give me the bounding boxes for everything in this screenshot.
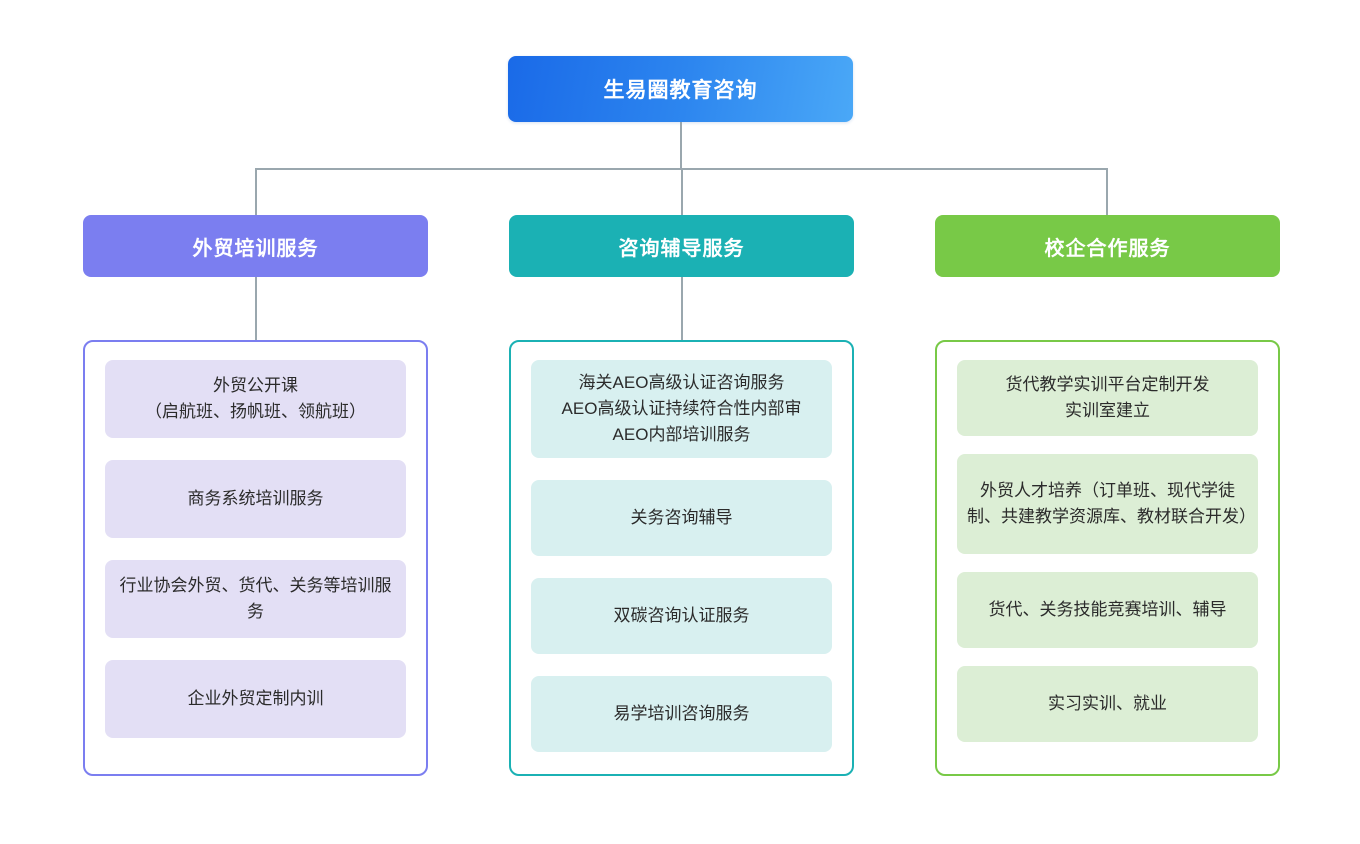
connector-column-0-to-container — [255, 277, 257, 341]
connector-column-1-to-container — [681, 277, 683, 341]
category-header-1-label: 咨询辅导服务 — [618, 237, 745, 260]
root-node[interactable]: 生易圈教育咨询 — [508, 56, 853, 122]
connector-bus-to-column-2 — [1106, 168, 1108, 216]
category-header-2-label: 校企合作服务 — [1044, 237, 1171, 260]
service-item[interactable]: 货代教学实训平台定制开发 实训室建立 — [957, 360, 1258, 436]
service-item[interactable]: 实习实训、就业 — [957, 666, 1258, 742]
root-node-label: 生易圈教育咨询 — [603, 79, 758, 102]
category-header-0-label: 外贸培训服务 — [192, 237, 319, 260]
service-item[interactable]: 行业协会外贸、货代、关务等培训服务 — [105, 560, 406, 638]
connector-bus-to-column-0 — [255, 168, 257, 216]
category-header-2[interactable]: 校企合作服务 — [935, 215, 1280, 277]
connector-bus-to-column-1 — [681, 168, 683, 216]
service-item[interactable]: 外贸人才培养（订单班、现代学徒制、共建教学资源库、教材联合开发） — [957, 454, 1258, 554]
service-item[interactable]: 海关AEO高级认证咨询服务 AEO高级认证持续符合性内部审 AEO内部培训服务 — [531, 360, 832, 458]
category-container-0: 外贸公开课 （启航班、扬帆班、领航班） 商务系统培训服务 行业协会外贸、货代、关… — [83, 340, 428, 776]
category-header-1[interactable]: 咨询辅导服务 — [509, 215, 854, 277]
service-item[interactable]: 关务咨询辅导 — [531, 480, 832, 556]
service-item[interactable]: 企业外贸定制内训 — [105, 660, 406, 738]
service-item[interactable]: 外贸公开课 （启航班、扬帆班、领航班） — [105, 360, 406, 438]
category-container-2: 货代教学实训平台定制开发 实训室建立 外贸人才培养（订单班、现代学徒制、共建教学… — [935, 340, 1280, 776]
category-container-1: 海关AEO高级认证咨询服务 AEO高级认证持续符合性内部审 AEO内部培训服务 … — [509, 340, 854, 776]
service-item[interactable]: 双碳咨询认证服务 — [531, 578, 832, 654]
category-header-0[interactable]: 外贸培训服务 — [83, 215, 428, 277]
service-item[interactable]: 易学培训咨询服务 — [531, 676, 832, 752]
connector-root-stem — [680, 122, 682, 169]
service-item[interactable]: 商务系统培训服务 — [105, 460, 406, 538]
service-item[interactable]: 货代、关务技能竞赛培训、辅导 — [957, 572, 1258, 648]
